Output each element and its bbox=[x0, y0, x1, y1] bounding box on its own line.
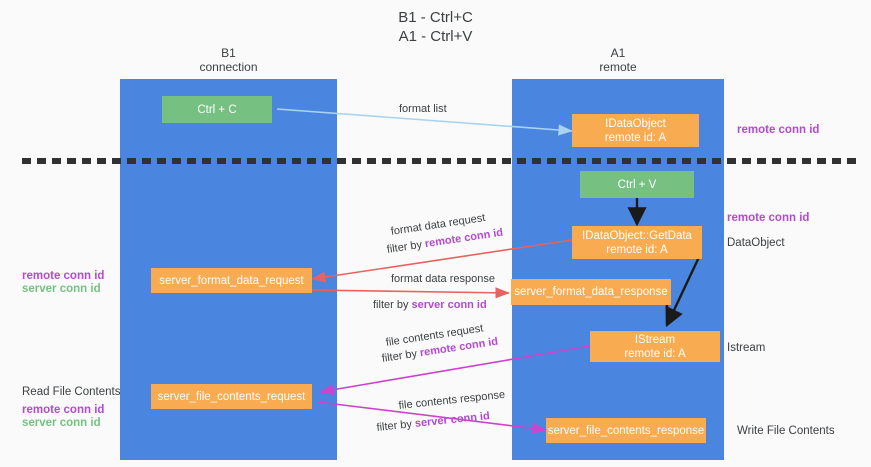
node-idataobject[interactable]: IDataObject remote id: A bbox=[572, 114, 699, 147]
node-server-format-data-request[interactable]: server_format_data_request bbox=[151, 268, 312, 293]
node-ctrl-v[interactable]: Ctrl + V bbox=[580, 171, 694, 198]
annotation-read-file-contents: Read File Contents bbox=[22, 386, 121, 398]
edge-label-file-contents-response: file contents response bbox=[398, 388, 506, 412]
filter-prefix: filter by bbox=[373, 299, 412, 311]
filter-prefix: filter by bbox=[376, 417, 416, 434]
edge-format-data-response bbox=[309, 287, 510, 299]
node-ctrl-c[interactable]: Ctrl + C bbox=[162, 96, 272, 123]
node-server-file-contents-request[interactable]: server_file_contents_request bbox=[151, 384, 312, 409]
node-server-file-contents-response[interactable]: server_file_contents_response bbox=[546, 418, 706, 443]
annotation-istream: Istream bbox=[727, 342, 766, 354]
node-server-format-data-response[interactable]: server_format_data_response bbox=[511, 279, 671, 305]
filter-prefix: filter by bbox=[386, 238, 426, 256]
edge-label-format-data-response-filter: filter by server conn id bbox=[373, 299, 487, 312]
page-title: B1 - Ctrl+C A1 - Ctrl+V bbox=[398, 9, 473, 45]
annotation-left-server-conn-id: server conn id bbox=[22, 283, 101, 295]
annotation-remote-conn-id-mid: remote conn id bbox=[727, 212, 810, 224]
edge-label-format-list: format list bbox=[399, 103, 447, 115]
filter-key: server conn id bbox=[411, 299, 487, 311]
annotation-write-file-contents: Write File Contents bbox=[737, 425, 835, 437]
annotation-remote-conn-id-top: remote conn id bbox=[737, 124, 820, 136]
column-header-b1: B1 connection bbox=[199, 46, 258, 74]
annotation-dataobject: DataObject bbox=[727, 237, 785, 249]
node-idataobject-getdata[interactable]: IDataObject::GetData remote id: A bbox=[572, 226, 702, 259]
edge-label-format-data-response: format data response bbox=[391, 273, 495, 285]
edge-label-file-contents-response-filter: filter by server conn id bbox=[376, 410, 490, 435]
annotation-left-remote-conn-id-2: remote conn id bbox=[22, 404, 105, 416]
filter-prefix: filter by bbox=[381, 347, 421, 365]
node-istream[interactable]: IStream remote id: A bbox=[590, 331, 720, 362]
column-header-a1: A1 remote bbox=[599, 46, 637, 74]
filter-key: server conn id bbox=[414, 410, 491, 430]
annotation-left-server-conn-id-2: server conn id bbox=[22, 417, 101, 429]
phase-separator bbox=[22, 158, 859, 164]
annotation-left-remote-conn-id: remote conn id bbox=[22, 270, 105, 282]
